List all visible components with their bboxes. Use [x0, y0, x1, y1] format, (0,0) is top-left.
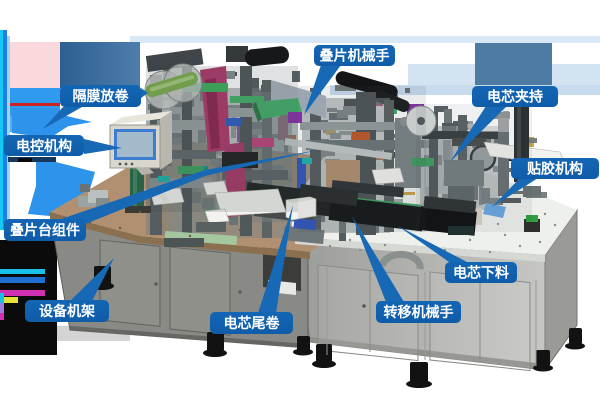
svg-text:电芯尾卷: 电芯尾卷: [224, 315, 281, 331]
svg-text:电芯夹持: 电芯夹持: [487, 89, 543, 105]
svg-text:贴胶机构: 贴胶机构: [527, 161, 583, 177]
svg-text:电控机构: 电控机构: [16, 138, 72, 154]
svg-text:设备机架: 设备机架: [39, 303, 95, 319]
svg-text:叠片台组件: 叠片台组件: [10, 222, 80, 238]
svg-text:电芯下料: 电芯下料: [453, 265, 509, 281]
svg-text:隔膜放卷: 隔膜放卷: [73, 88, 130, 104]
svg-text:转移机械手: 转移机械手: [384, 304, 454, 320]
svg-text:叠片机械手: 叠片机械手: [320, 48, 390, 64]
